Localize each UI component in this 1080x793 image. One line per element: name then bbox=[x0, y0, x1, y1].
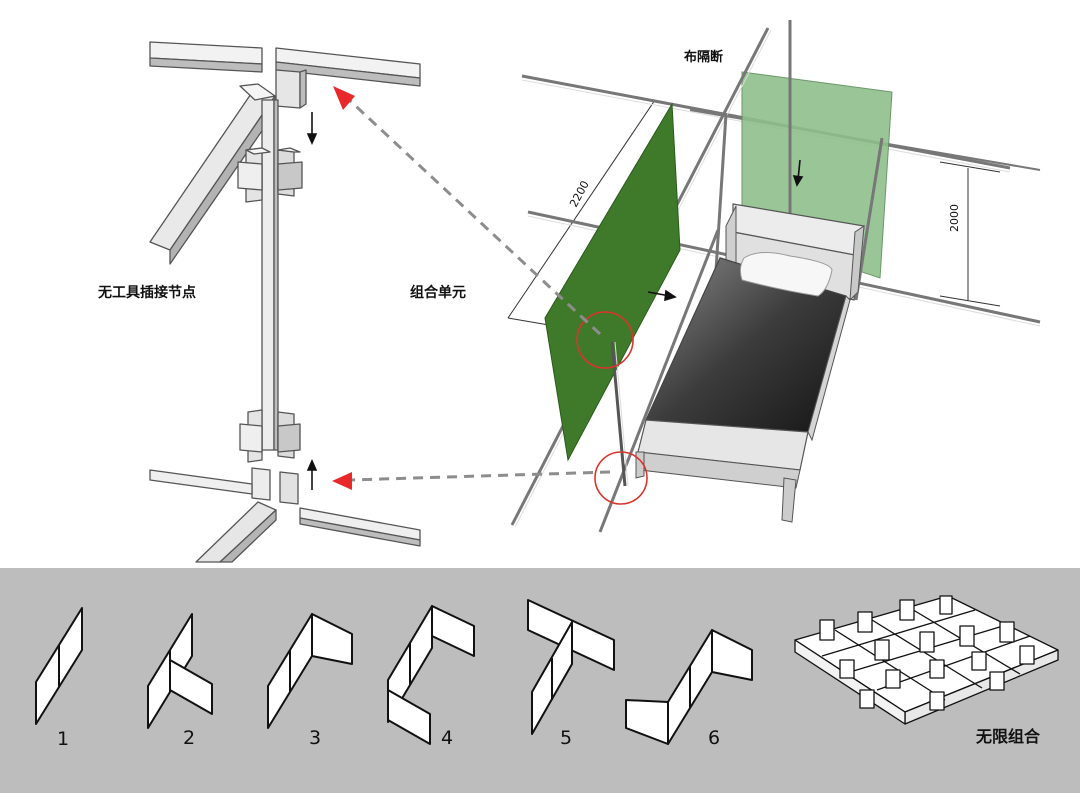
lower-joint-highlight-circle bbox=[594, 451, 648, 505]
lower-callout-arrow bbox=[349, 470, 611, 482]
step-number-5: 5 bbox=[560, 727, 572, 749]
step-number-2: 2 bbox=[183, 727, 195, 749]
step-number-1: 1 bbox=[57, 728, 69, 750]
connector-label: 无工具插接节点 bbox=[97, 284, 196, 301]
infinite-combination-label: 无限组合 bbox=[975, 727, 1041, 746]
combo-6-panel-c bbox=[625, 699, 669, 745]
height-dimension: 2000 bbox=[948, 204, 961, 232]
step-number-6: 6 bbox=[708, 727, 720, 749]
combination-diagrams bbox=[35, 595, 1059, 745]
step-number-4: 4 bbox=[441, 727, 453, 749]
step-number-3: 3 bbox=[309, 727, 321, 749]
upper-joint-highlight-circle bbox=[576, 311, 634, 369]
curtain-label: 布隔断 bbox=[684, 49, 723, 65]
combined-unit-illustration bbox=[507, 20, 1041, 533]
unit-label: 组合单元 bbox=[410, 284, 466, 301]
depth-dimension: 2200 bbox=[567, 179, 592, 210]
curtain-move-arrows bbox=[647, 159, 804, 302]
combo-4-panel-c bbox=[387, 689, 431, 745]
combo-3-panel-b bbox=[311, 613, 353, 665]
upper-callout-arrow bbox=[343, 94, 602, 336]
connector-node-illustration bbox=[149, 41, 421, 563]
combo-2-panel-b bbox=[169, 659, 213, 715]
insert-direction-arrows bbox=[306, 112, 318, 490]
infinite-grid bbox=[794, 595, 1059, 725]
